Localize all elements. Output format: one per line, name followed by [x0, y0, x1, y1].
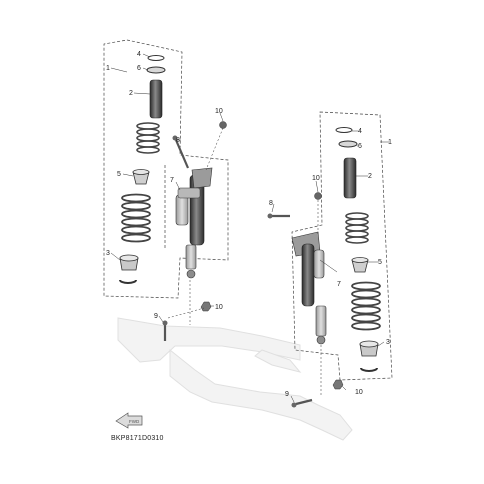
- bolt-10-upper-right: [314, 192, 322, 200]
- bolt-8-left: [172, 135, 190, 169]
- fwd-arrow-icon: FWD: [115, 412, 143, 429]
- callout-6-left: 6: [137, 65, 141, 72]
- shock-body-right: [291, 231, 327, 345]
- swingarm-outline: [117, 317, 353, 441]
- ring-6-right: [338, 140, 358, 148]
- right-shock-parts: [267, 127, 381, 408]
- boot-2-right: [343, 157, 357, 199]
- callout-7-right: 7: [337, 281, 341, 288]
- callout-1-left: 1: [106, 65, 110, 72]
- callout-3-right: 3: [386, 339, 390, 346]
- callout-6-right: 6: [358, 143, 362, 150]
- callout-5-right: 5: [378, 259, 382, 266]
- callout-9-right: 9: [285, 391, 289, 398]
- bolt-10-upper-left: [219, 121, 227, 129]
- retainer-left: [119, 279, 137, 284]
- callouts-right: 1 4 6 2 10 8 5 7 3 10 9: [269, 128, 392, 398]
- main-spring-right: [351, 281, 381, 331]
- callout-8-right: 8: [269, 200, 273, 207]
- callout-1-right: 1: [388, 139, 392, 146]
- upper-spring-right: [345, 212, 369, 244]
- callout-9-left: 9: [154, 313, 158, 320]
- callout-4-right: 4: [358, 128, 362, 135]
- upper-spring-left: [136, 122, 160, 154]
- left-shock-parts: [119, 55, 227, 341]
- boot-2-left: [149, 79, 163, 119]
- left-assembly-boundary: [103, 39, 229, 299]
- bolt-9-right: [291, 398, 313, 408]
- ring-6-left: [146, 66, 166, 74]
- main-spring-left: [121, 193, 151, 243]
- callout-10-lower-right: 10: [355, 389, 363, 396]
- fwd-label: FWD: [129, 419, 140, 424]
- diagram-code: BKP8171D0310: [111, 435, 164, 442]
- callout-4-left: 4: [137, 51, 141, 58]
- callout-8-left: 8: [176, 137, 180, 144]
- bolt-9-left: [162, 320, 168, 341]
- callout-3-left: 3: [106, 250, 110, 257]
- nut-10-lower-left: [200, 301, 212, 312]
- callout-10-upper-left: 10: [215, 108, 223, 115]
- callout-7-left: 7: [170, 177, 174, 184]
- callout-2-left: 2: [129, 90, 133, 97]
- nut-10-lower-right: [332, 379, 344, 390]
- callouts-left: 1 4 6 2 8 7 5 3 10 9 10: [106, 51, 223, 320]
- leader-lines: [110, 53, 389, 403]
- callout-10-upper-right: 10: [312, 175, 320, 182]
- shock-body-left: [175, 167, 213, 279]
- circlip-4-right: [335, 127, 353, 133]
- retainer-right: [360, 367, 378, 372]
- callout-5-left: 5: [117, 171, 121, 178]
- circlip-4-left: [147, 55, 165, 61]
- callout-10-lower-left: 10: [215, 304, 223, 311]
- callout-2-right: 2: [368, 173, 372, 180]
- bolt-8-right: [267, 213, 290, 219]
- right-assembly-boundary: [291, 111, 393, 381]
